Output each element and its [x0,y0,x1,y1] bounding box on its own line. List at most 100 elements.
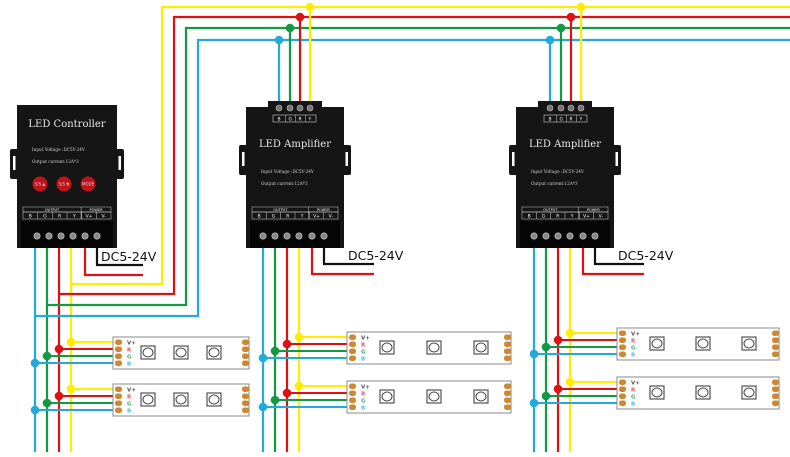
wire-bus-green [47,26,790,307]
strip-pin-label: G [361,399,366,405]
output-screw-terminal [591,232,599,240]
strip-pin-label: G [631,395,636,401]
solder-pad [619,393,626,399]
solder-pad-right [242,400,249,406]
solder-pad-right [504,348,511,354]
strip-pin-label: R [127,395,132,401]
led-lens [743,338,755,349]
junction-strip2-2-B [258,402,268,412]
led-lens [381,342,393,353]
led-lens [697,387,709,398]
device-spec-voltage: Input Voltage :DC5V-24V [261,169,315,174]
junction-strip2-1-G [270,346,280,356]
input-screw-terminal [577,104,585,112]
input-screw-terminal [275,104,283,112]
power-group-label: POWER [317,208,331,212]
input-terminal-label: R [299,117,302,123]
input-terminal-label: G [289,117,293,123]
input-terminal-label: B [549,117,552,123]
solder-pad-right [772,344,779,350]
solder-pad-right [772,400,779,406]
solder-pad-right [772,379,779,385]
solder-pad [115,407,122,413]
output-screw-terminal [542,232,550,240]
output-terminal-label: B [528,214,531,220]
led-lens [697,338,709,349]
junction-strip2-2-Y [294,381,304,391]
strip-pin-label: G [631,346,636,352]
input-terminal-label: Y [579,117,583,123]
output-screw-terminal [530,232,538,240]
junction-strip1-2-R [54,391,64,401]
led-lens [475,391,487,402]
wire-psu3-negative [593,248,644,266]
strip-pin-label: G [361,350,366,356]
output-screw-terminal [271,232,279,240]
led-lens [428,342,440,353]
strip-pin-label: B [127,409,131,415]
junction-strip3-2-G [541,391,551,401]
led-lens [208,394,220,405]
mounting-slot-right [345,152,348,166]
led-lens [651,387,663,398]
junction-strip1-1-G [42,351,52,361]
junction-strip3-2-B [529,398,539,408]
led-lens [208,347,220,358]
led-lens [381,391,393,402]
solder-pad-right [772,393,779,399]
output-terminal-label: V+ [583,214,590,220]
controller-button-2 [56,176,72,192]
solder-pad-right [242,407,249,413]
mounting-slot-left [242,152,245,166]
strip-pin-label: V+ [631,381,640,387]
junction-strip1-1-R [54,344,64,354]
solder-pad-right [242,386,249,392]
strip-pin-label: R [631,388,636,394]
solder-pad-right [242,339,249,345]
input-terminal-label: G [560,117,564,123]
junction-strip3-1-B [529,349,539,359]
junction-strip3-1-G [541,342,551,352]
output-terminal-label: R [286,214,289,220]
strip-pin-label: B [631,402,635,408]
solder-pad [115,360,122,366]
junction-strip3-2-R [553,384,563,394]
led-lens [175,347,187,358]
output-terminal-label: G [272,214,276,220]
input-terminal-label: B [278,117,281,123]
device-spec-current: Output current:12A*3 [531,181,578,186]
led-lens [142,394,154,405]
output-terminal-label: V- [599,214,604,220]
power-supply-voltage-label: DC5-24V [101,249,157,264]
output-screw-terminal [295,232,303,240]
controller-button-1 [32,176,48,192]
output-screw-terminal [308,232,316,240]
strip-pin-label: B [361,357,365,363]
solder-pad-right [242,360,249,366]
led-strip-1-2: V+RGB [112,383,250,417]
junction-amp1-input-Y [305,2,315,12]
junction-strip2-1-Y [294,332,304,342]
output-screw-terminal [259,232,267,240]
device-spec-voltage: Input Voltage :DC5V-24V [531,169,585,174]
mounting-slot-right [615,152,618,166]
solder-pad-right [772,337,779,343]
solder-pad [619,351,626,357]
output-group-label: OUTPUT [543,208,558,212]
strip-pin-label: V+ [361,336,370,342]
junction-amp1-input-G [285,23,295,33]
junctions-layer [30,2,586,415]
output-screw-terminal [81,232,89,240]
output-screw-terminal [579,232,587,240]
output-terminal-label: G [542,214,546,220]
junction-strip2-2-R [282,388,292,398]
solder-pad [349,390,356,396]
wire-psu2-negative [322,248,374,266]
output-terminal-label: V- [101,214,106,220]
controller-button-label: MODE [82,182,95,187]
solder-pad [115,353,122,359]
power-group-label: POWER [587,208,601,212]
